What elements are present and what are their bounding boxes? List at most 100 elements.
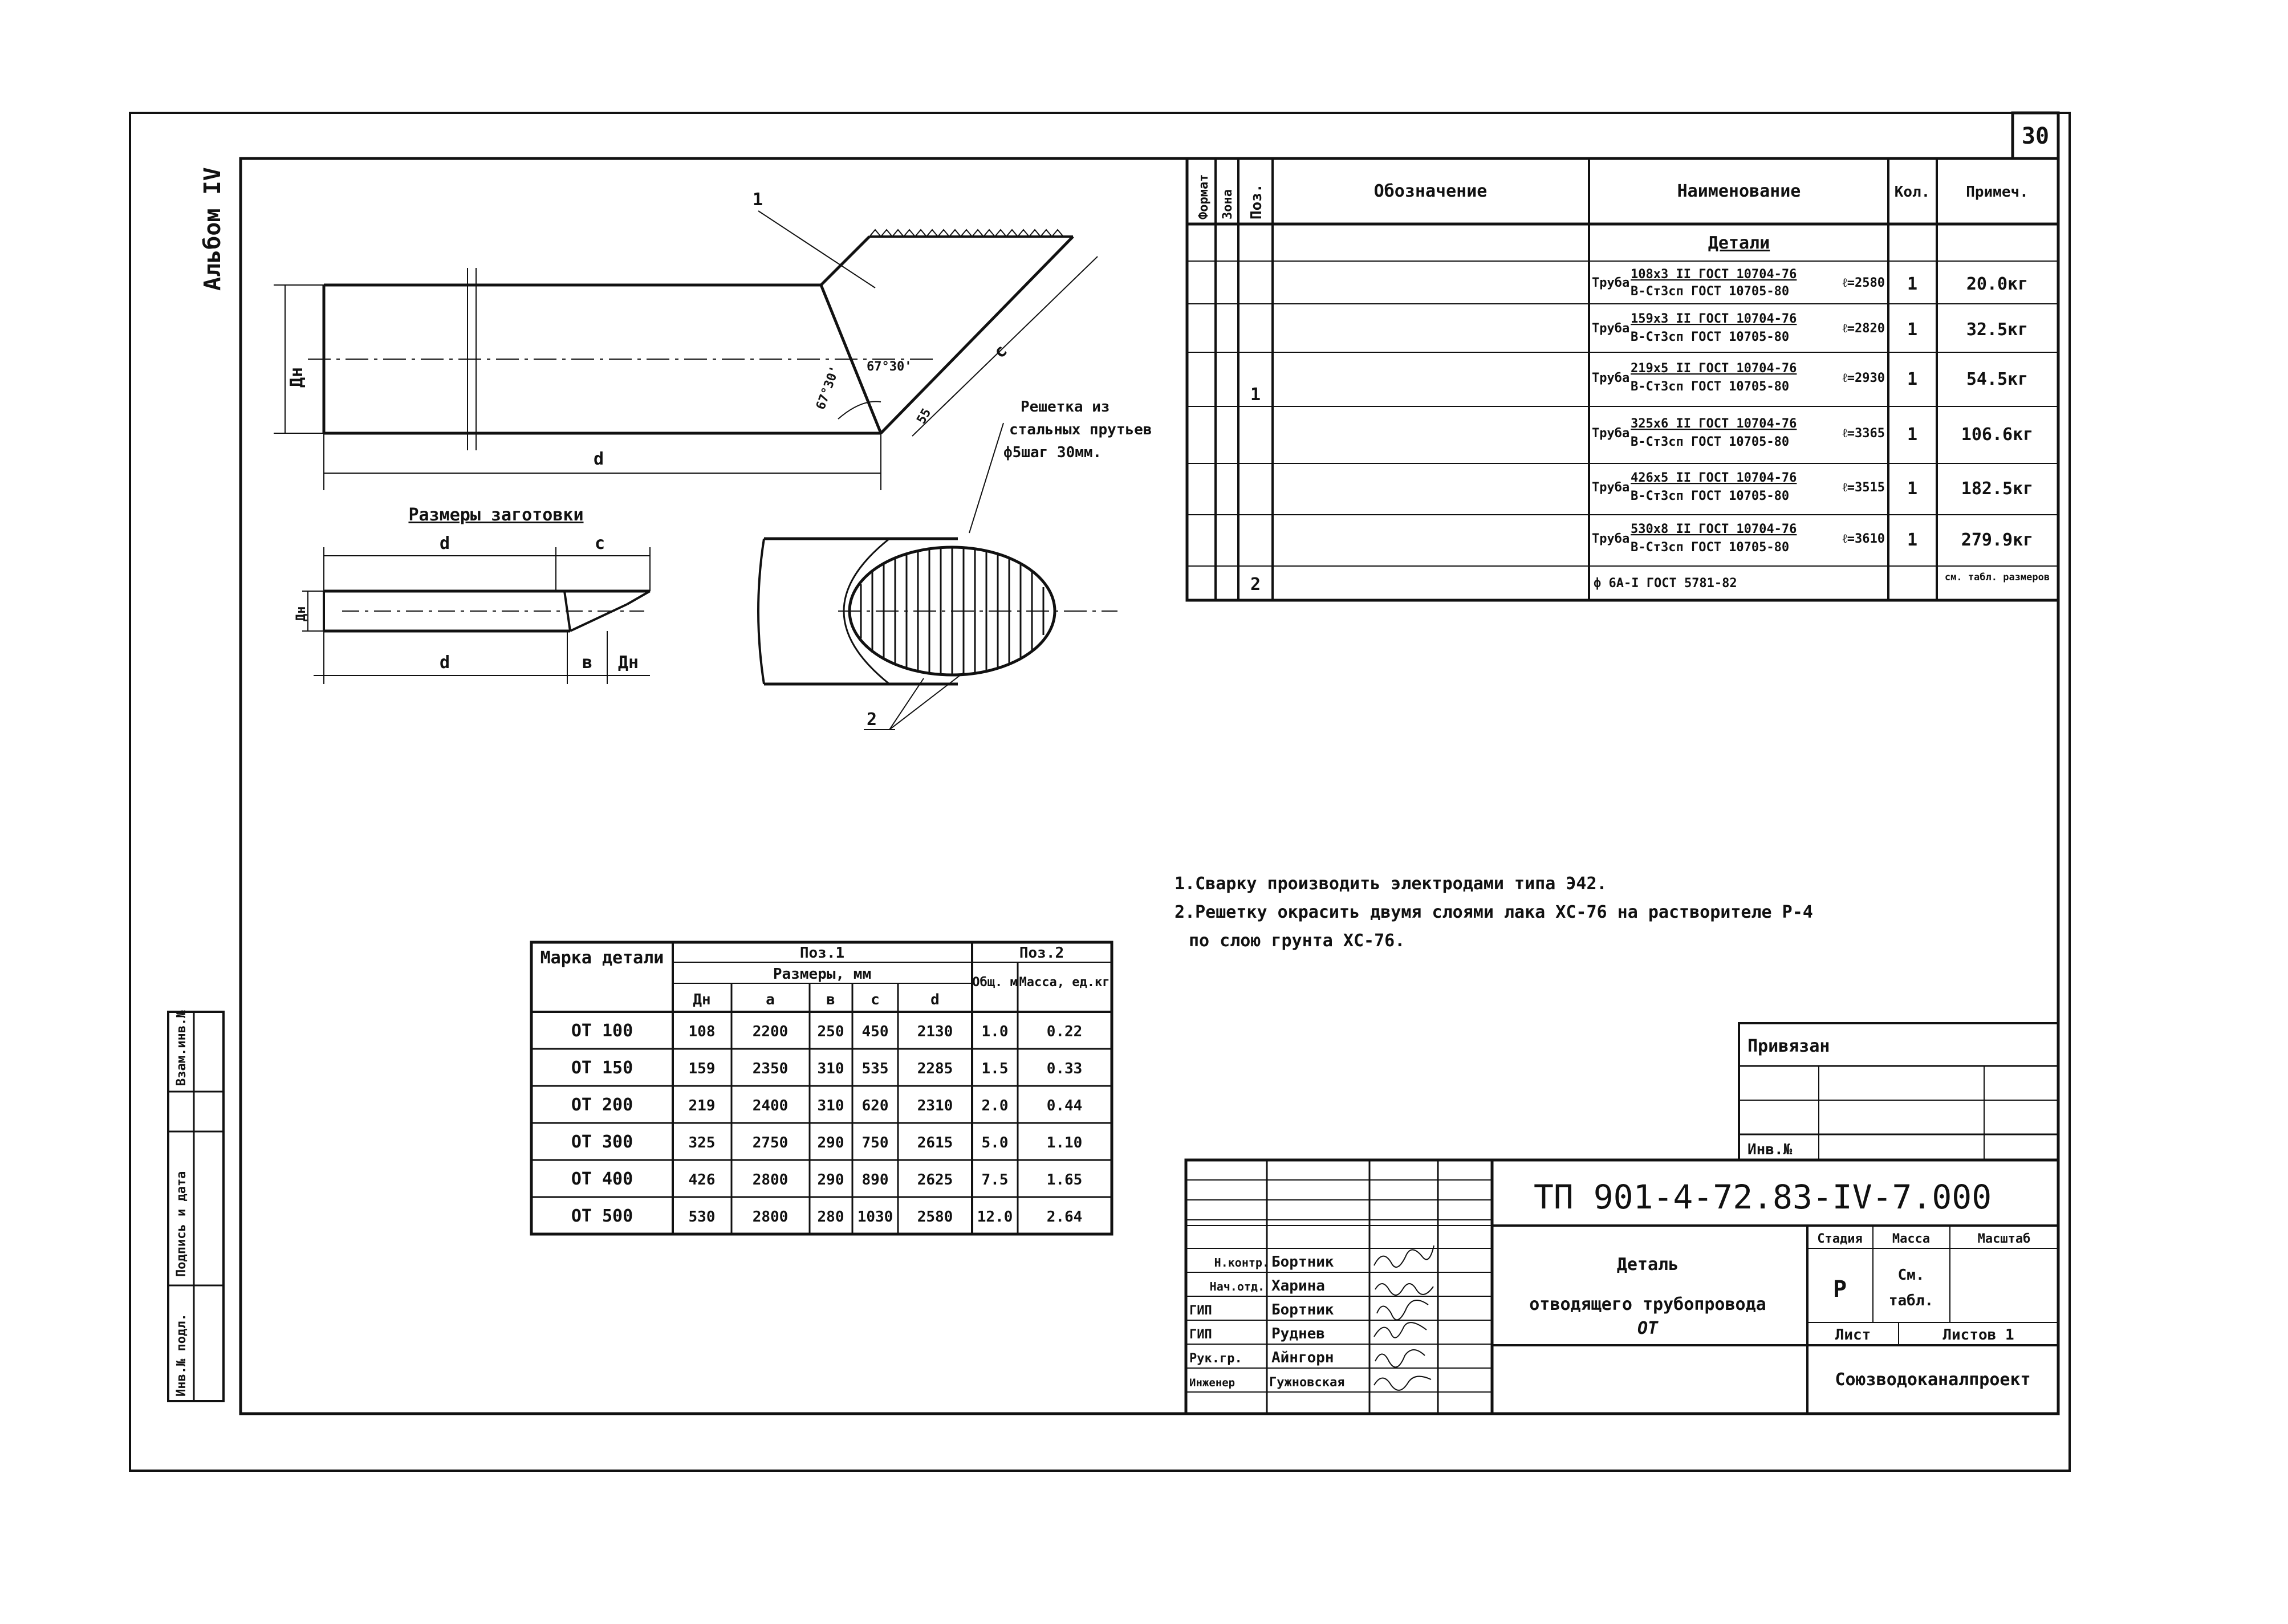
spec-row: Труба 325x6 II ГОСТ 10704-76 В-Ст3сп ГОС… <box>1592 417 2033 449</box>
svg-text:32.5кг: 32.5кг <box>1966 320 2028 340</box>
left-stamp-strip: Инв.№ подл. Подпись и дата Взам.инв.№ <box>167 1010 225 1402</box>
sheet-number: 30 <box>2022 123 2049 149</box>
dtable-h-mark: Марка детали <box>540 948 664 968</box>
svg-text:108: 108 <box>689 1023 716 1040</box>
spec-row: Труба 530x8 II ГОСТ 10704-76 В-Ст3сп ГОС… <box>1592 522 2033 555</box>
svg-text:ГИП: ГИП <box>1189 1304 1212 1318</box>
doc-title-3: ОТ <box>1637 1318 1659 1338</box>
dtable-row: ОТ 100 108 2200 250 450 2130 1.0 0.22 <box>571 1021 1083 1041</box>
svg-text:530x8 II ГОСТ 10704-76: 530x8 II ГОСТ 10704-76 <box>1631 522 1797 536</box>
dtable-row: ОТ 500 530 2800 280 1030 2580 12.0 2.64 <box>571 1206 1083 1226</box>
svg-text:530: 530 <box>689 1208 716 1226</box>
svg-text:ОТ 400: ОТ 400 <box>571 1169 633 1189</box>
staff-row: ГИП Руднев <box>1189 1325 1325 1342</box>
svg-text:Харина: Харина <box>1271 1277 1325 1295</box>
svg-text:2750: 2750 <box>753 1134 789 1151</box>
svg-text:табл.: табл. <box>1889 1292 1933 1309</box>
outer-border <box>129 112 2071 1472</box>
spec-row: Труба 108x3 II ГОСТ 10704-76 В-Ст3сп ГОС… <box>1592 267 2028 299</box>
svg-text:Руднев: Руднев <box>1271 1325 1325 1342</box>
spec-section-title: Детали <box>1708 233 1770 253</box>
dtable-row: ОТ 200 219 2400 310 620 2310 2.0 0.44 <box>571 1095 1083 1115</box>
svg-text:2800: 2800 <box>753 1171 789 1189</box>
svg-text:Труба: Труба <box>1592 532 1629 546</box>
svg-text:Дн: Дн <box>618 653 639 673</box>
spec-row: Труба 159x3 II ГОСТ 10704-76 В-Ст3сп ГОС… <box>1592 312 2028 344</box>
svg-text:см. табл. размеров: см. табл. размеров <box>1945 572 2050 583</box>
doc-code: ТП 901-4-72.83-IV-7.000 <box>1534 1178 1992 1216</box>
svg-text:ℓ=2930: ℓ=2930 <box>1843 371 1885 385</box>
svg-text:d: d <box>440 653 450 673</box>
svg-text:Подпись и дата: Подпись и дата <box>174 1171 189 1277</box>
note-1: 1.Сварку производить электродами типа Э4… <box>1175 874 1607 894</box>
svg-text:Бортник: Бортник <box>1271 1253 1334 1271</box>
svg-text:Решетка из: Решетка из <box>1021 398 1110 416</box>
sheet-number-box: 30 <box>2011 111 2060 160</box>
svg-text:c: c <box>871 991 880 1008</box>
svg-text:0.22: 0.22 <box>1047 1023 1083 1040</box>
svg-text:2.0: 2.0 <box>982 1097 1009 1114</box>
svg-text:159: 159 <box>689 1060 716 1077</box>
dim-dn: Дн <box>287 367 307 388</box>
binding-inv: Инв.№ <box>1748 1141 1793 1158</box>
svg-text:1.10: 1.10 <box>1047 1134 1083 1151</box>
binding-block: Привязан Инв.№ <box>1738 1022 2059 1161</box>
svg-text:стальных прутьев: стальных прутьев <box>1009 421 1152 438</box>
spec-header-zone: Зона <box>1221 189 1235 219</box>
dtable-row: ОТ 400 426 2800 290 890 2625 7.5 1.65 <box>571 1169 1083 1189</box>
svg-text:1: 1 <box>1907 274 1917 294</box>
svg-text:426x5 II ГОСТ 10704-76: 426x5 II ГОСТ 10704-76 <box>1631 471 1797 485</box>
svg-text:Масштаб: Масштаб <box>1978 1232 2031 1246</box>
svg-text:ф 6А-Ι ГОСТ 5781-82: ф 6А-Ι ГОСТ 5781-82 <box>1594 576 1737 591</box>
svg-text:Поз.2: Поз.2 <box>1019 945 1064 962</box>
svg-text:Рук.гр.: Рук.гр. <box>1189 1352 1242 1366</box>
inner-frame <box>239 157 2060 1415</box>
angle-1: 67°30' <box>814 364 843 412</box>
svg-text:ОТ 500: ОТ 500 <box>571 1206 633 1226</box>
svg-text:219: 219 <box>689 1097 716 1114</box>
svg-text:106.6кг: 106.6кг <box>1961 425 2033 445</box>
grid-note: Решетка из стальных прутьев ф5шаг 30мм. <box>969 398 1152 534</box>
svg-text:Поз.1: Поз.1 <box>800 945 844 962</box>
spec-row: 1 Труба 219x5 II ГОСТ 10704-76 В-Ст3сп Г… <box>1250 361 2028 405</box>
staff-row: ГИП Бортник <box>1189 1301 1334 1318</box>
staff-row: Инженер Гужновская <box>1189 1375 1344 1390</box>
svg-text:Труба: Труба <box>1592 371 1629 385</box>
svg-text:Инв.№ подл.: Инв.№ подл. <box>174 1313 189 1397</box>
svg-text:Нач.отд.: Нач.отд. <box>1210 1280 1265 1293</box>
svg-text:Бортник: Бортник <box>1271 1301 1334 1318</box>
svg-text:Н.контр.: Н.контр. <box>1214 1256 1269 1269</box>
svg-text:ℓ=3515: ℓ=3515 <box>1843 481 1885 495</box>
svg-text:ℓ=2580: ℓ=2580 <box>1843 276 1885 290</box>
svg-text:620: 620 <box>862 1097 889 1114</box>
staff-row: Рук.гр. Айнгорн <box>1189 1349 1334 1366</box>
svg-text:Общ. м: Общ. м <box>972 975 1017 990</box>
spec-header-pos: Поз. <box>1248 184 1265 219</box>
svg-text:d: d <box>440 534 450 553</box>
svg-text:ГИП: ГИП <box>1189 1328 1212 1342</box>
svg-text:54.5кг: 54.5кг <box>1966 369 2028 389</box>
svg-text:325x6 II ГОСТ 10704-76: 325x6 II ГОСТ 10704-76 <box>1631 417 1797 431</box>
dimensions-table: Марка детали Поз.1 Размеры, мм Поз.2 Общ… <box>530 941 1113 1236</box>
svg-text:d: d <box>930 991 940 1008</box>
svg-text:1: 1 <box>1907 425 1917 445</box>
svg-text:Гужновская: Гужновская <box>1269 1375 1344 1390</box>
spec-header-note: Примеч. <box>1966 184 2029 201</box>
svg-text:В-Ст3сп ГОСТ 10705-80: В-Ст3сп ГОСТ 10705-80 <box>1631 540 1789 555</box>
organization: Союзводоканалпроект <box>1835 1370 2030 1390</box>
staff-row: Н.контр. Бортник <box>1214 1253 1334 1271</box>
svg-text:в: в <box>826 991 835 1008</box>
grid-detail-view: 2 <box>757 537 1117 730</box>
title-block: Н.контр. Бортник Нач.отд. Харина ГИП Бор… <box>1184 1158 2060 1415</box>
svg-text:Дн: Дн <box>294 607 308 622</box>
svg-text:a: a <box>766 991 775 1008</box>
svg-text:c: c <box>595 534 605 553</box>
svg-text:ОТ 100: ОТ 100 <box>571 1021 633 1041</box>
dim-c: c <box>990 341 1011 363</box>
spec-pos-1: 1 <box>1250 385 1261 405</box>
svg-text:108x3 II ГОСТ 10704-76: 108x3 II ГОСТ 10704-76 <box>1631 267 1797 282</box>
svg-text:1030: 1030 <box>858 1208 893 1226</box>
svg-text:2285: 2285 <box>917 1060 953 1077</box>
svg-text:0.33: 0.33 <box>1047 1060 1083 1077</box>
svg-text:2400: 2400 <box>753 1097 789 1114</box>
